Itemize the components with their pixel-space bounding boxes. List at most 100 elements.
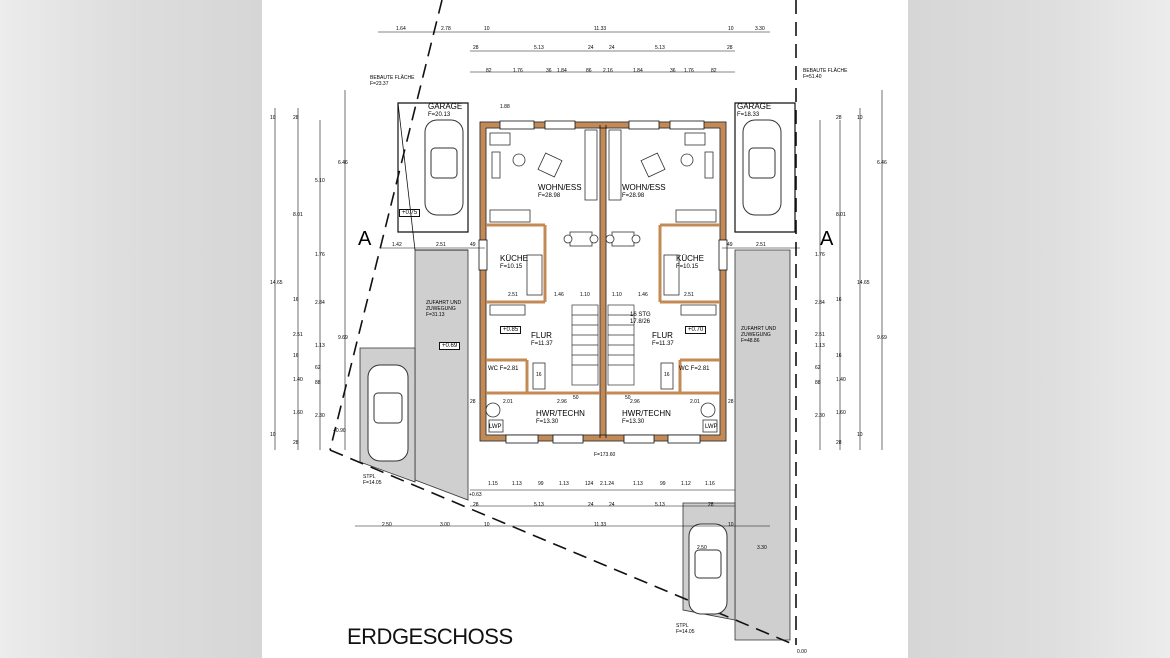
section-marker-left: A [358, 228, 372, 250]
level-corner-left: +0.90 [333, 428, 346, 434]
dim-value: 2.51 [436, 242, 446, 248]
zufahrt-left-label: ZUFAHRT UND ZUWEGUNG F=31.13 [426, 300, 461, 318]
dim-value: 1.10 [580, 292, 590, 298]
dim-value: 88 [315, 380, 321, 386]
dim-value: 1.60 [293, 410, 303, 416]
room-area: F=11.37 [652, 341, 674, 347]
room-kueche-right: KÜCHE F=10.15 [676, 254, 704, 272]
room-area: F=10.15 [500, 264, 523, 270]
dim-value: 1.40 [836, 377, 846, 383]
dim-value: 24 [588, 502, 594, 508]
dim-value: 36 [546, 68, 552, 74]
dim-value: 10 [270, 115, 276, 121]
room-area: F=10.15 [676, 264, 699, 270]
stpl-left-label: STPL F=14.05 [363, 474, 382, 486]
dim-value: 14.65 [857, 280, 870, 286]
right-blur-panel [908, 0, 1170, 658]
dim-value: 2.51 [756, 242, 766, 248]
dim-value: 1.76 [684, 68, 694, 74]
level-drive-left: +0.69 [439, 342, 461, 350]
room-wc-left: WC F=2.81 [488, 366, 519, 372]
dim-value: 28 [836, 115, 842, 121]
stpl-area: F=14.05 [676, 629, 695, 635]
dim-value: 99 [538, 481, 544, 487]
dim-value: 1.76 [815, 252, 825, 258]
dim-value: 28 [473, 45, 479, 51]
dim-value: 2.16 [603, 68, 613, 74]
dim-value: 5.10 [315, 178, 325, 184]
dim-value: 2.51 [684, 292, 694, 298]
dim-value: 16 [836, 297, 842, 303]
dim-value: 10 [728, 26, 734, 32]
dim-value: 1.13 [512, 481, 522, 487]
room-area: F=13.30 [536, 419, 559, 425]
garage-walls [397, 102, 796, 251]
dim-value: 10 [728, 522, 734, 528]
dim-value: 1.16 [705, 481, 715, 487]
stpl-title: STPL [363, 474, 376, 480]
dim-value: 3.30 [755, 26, 765, 32]
dim-value: 2.51 [293, 332, 303, 338]
interior-walls [486, 223, 720, 395]
dim-value: 16 [293, 297, 299, 303]
bebaute-right-label: BEBAUTE FLÄCHE F=51.40 [803, 68, 847, 80]
dim-value: 16 [293, 353, 299, 359]
stair-steps: 16 STG [630, 312, 651, 318]
house-walls [480, 122, 726, 441]
dim-value: 1.46 [638, 292, 648, 298]
dim-value: 1.76 [513, 68, 523, 74]
dim-value: 88 [815, 380, 821, 386]
dim-value: 2.96 [630, 399, 640, 405]
dim-value: 124 [585, 481, 594, 487]
room-name: FLUR [531, 331, 552, 340]
dim-value: 49 [470, 242, 476, 248]
dim-value: 28 [708, 502, 714, 508]
room-area: F=28.98 [622, 193, 645, 199]
dim-value: 16 [664, 372, 670, 378]
dim-value: 9.69 [877, 335, 887, 341]
dim-value: 1.46 [554, 292, 564, 298]
room-area: F=28.98 [538, 193, 561, 199]
zufahrt-title: ZUFAHRT UND [741, 326, 777, 332]
garage-name: GARAGE [737, 102, 772, 111]
garage-name: GARAGE [428, 102, 463, 111]
stair-ratio: 17.8/26 [630, 319, 651, 325]
zufahrt-area: F=48.86 [741, 338, 760, 344]
dim-value: 3.00 [440, 522, 450, 528]
level-bottom-left: +0.63 [469, 492, 482, 498]
dim-value: 10 [857, 432, 863, 438]
dim-value: 6.46 [338, 160, 348, 166]
bebaute-title: BEBAUTE FLÄCHE [803, 68, 848, 74]
dim-value: 2.84 [815, 300, 825, 306]
stpl-title: STPL [676, 623, 689, 629]
level-flur-right: +0.70 [685, 326, 707, 334]
room-name: KÜCHE [500, 254, 529, 263]
total-area: F=173.60 [594, 452, 616, 458]
dim-value: 1.12 [681, 481, 691, 487]
zufahrt-area: F=31.13 [426, 312, 445, 318]
dim-value: 10 [484, 522, 490, 528]
dim-value: 28 [728, 399, 734, 405]
room-area: F=11.37 [531, 341, 553, 347]
left-blur-panel [0, 0, 262, 658]
dim-value: 2.30 [315, 413, 325, 419]
wp-right: LWP [705, 424, 718, 430]
dim-value: 9.69 [338, 335, 348, 341]
dim-value: 28 [727, 45, 733, 51]
dim-value: 24 [609, 45, 615, 51]
room-wc-right: WC F=2.81 [679, 366, 710, 372]
dim-value: 28 [836, 440, 842, 446]
dim-value: 2.50 [697, 545, 707, 551]
dim-value: 28 [293, 115, 299, 121]
dim-value: 49 [727, 242, 733, 248]
dim-value: 1.40 [293, 377, 303, 383]
dim-value: 50 [625, 395, 631, 401]
dim-value: 28 [470, 399, 476, 405]
dim-value: 36 [670, 68, 676, 74]
zufahrt-subtitle: ZUWEGUNG [741, 332, 771, 338]
zufahrt-right-label: ZUFAHRT UND ZUWEGUNG F=48.86 [741, 326, 776, 344]
section-marker-right: A [820, 228, 834, 250]
dim-value: 10 [484, 26, 490, 32]
bebaute-left-label: BEBAUTE FLÄCHE F=23.37 [370, 75, 414, 87]
room-hwr-right: HWR/TECHN F=13.30 [622, 409, 671, 427]
